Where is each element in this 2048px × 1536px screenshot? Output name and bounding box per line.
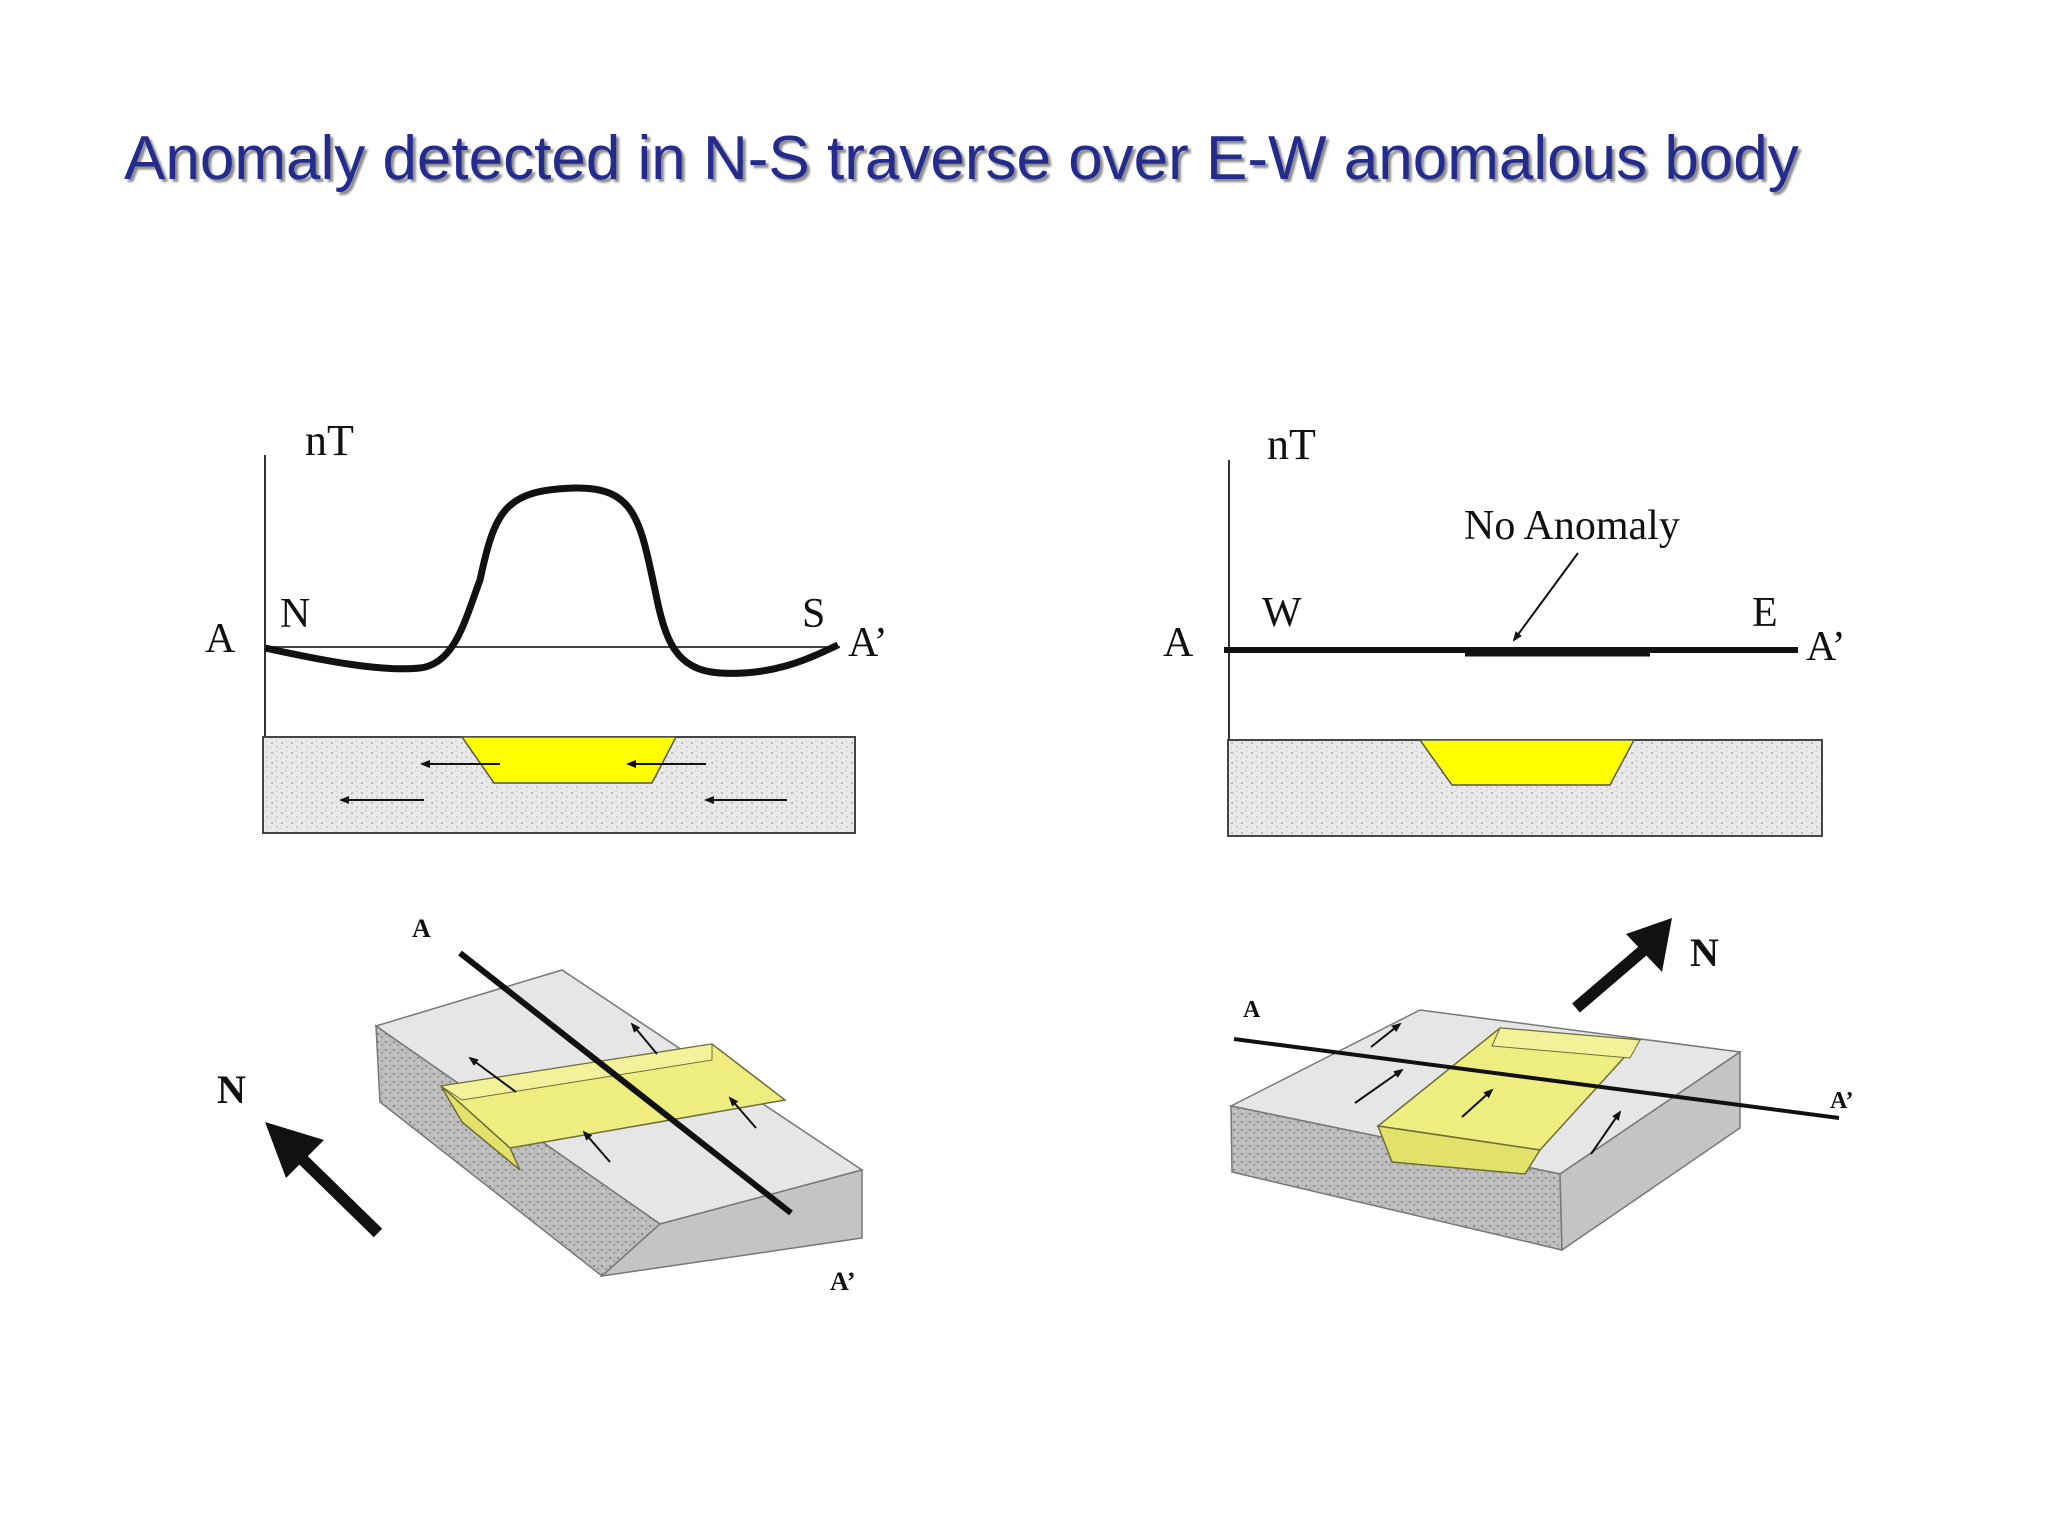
left-nT-label: nT (305, 416, 354, 465)
right-block-mag-arrow (1590, 1110, 1622, 1155)
left-traverse-line (458, 950, 793, 1216)
left-block-body-wall (440, 1085, 521, 1171)
no-anomaly-pointer (1512, 552, 1579, 642)
right-block-mag-arrow (1354, 1068, 1404, 1104)
right-traverse-line (1233, 1037, 1840, 1120)
right-3d-block: A A’ N (1228, 918, 1854, 1252)
right-block-body-wall (1376, 1125, 1542, 1175)
right-north-arrow-shaft (1572, 943, 1650, 1013)
left-A-label: A (205, 616, 236, 662)
left-north-arrow-icon (265, 1122, 324, 1178)
no-anomaly-label: No Anomaly (1464, 503, 1680, 549)
right-block-mag-arrow (1461, 1088, 1494, 1118)
right-block-mag-arrow (1370, 1022, 1402, 1048)
left-S-label: S (802, 591, 825, 637)
right-E-label: E (1752, 590, 1778, 636)
right-A-label: A (1163, 620, 1194, 666)
left-block-mag-arrow (728, 1096, 757, 1129)
right-nT-label: nT (1267, 420, 1316, 469)
right-W-label: W (1262, 590, 1302, 636)
left-profile: nT A N S A’ (205, 416, 888, 834)
left-anomaly-curve (264, 484, 840, 677)
left-north-arrow-shaft (290, 1147, 383, 1238)
left-block-A-prime-label: A’ (830, 1267, 856, 1296)
right-block-body-wall (1491, 1027, 1641, 1059)
left-anomalous-body (460, 736, 678, 784)
right-anomalous-body (1418, 739, 1636, 786)
right-north-label: N (1690, 930, 1719, 975)
right-block-A-prime-label: A’ (1830, 1088, 1854, 1114)
slide-title: Anomaly detected in N-S traverse over E-… (124, 124, 1799, 193)
left-block-mag-arrow (468, 1056, 517, 1093)
left-A-prime-label: A’ (848, 620, 888, 666)
right-block-front (1559, 1050, 1741, 1252)
right-A-prime-label: A’ (1806, 624, 1846, 670)
left-N-label: N (280, 591, 310, 637)
left-block-front (599, 1169, 863, 1278)
right-north-arrow-icon (1626, 918, 1672, 972)
left-block-mag-arrow (582, 1130, 611, 1163)
left-north-label: N (217, 1067, 246, 1112)
left-3d-block: A A’ N (217, 914, 864, 1296)
left-block-mag-arrow (630, 1022, 658, 1055)
left-block-A-label: A (412, 914, 431, 943)
right-block-A-label: A (1243, 997, 1261, 1023)
right-profile: nT No Anomaly A W E A’ (1163, 420, 1846, 837)
